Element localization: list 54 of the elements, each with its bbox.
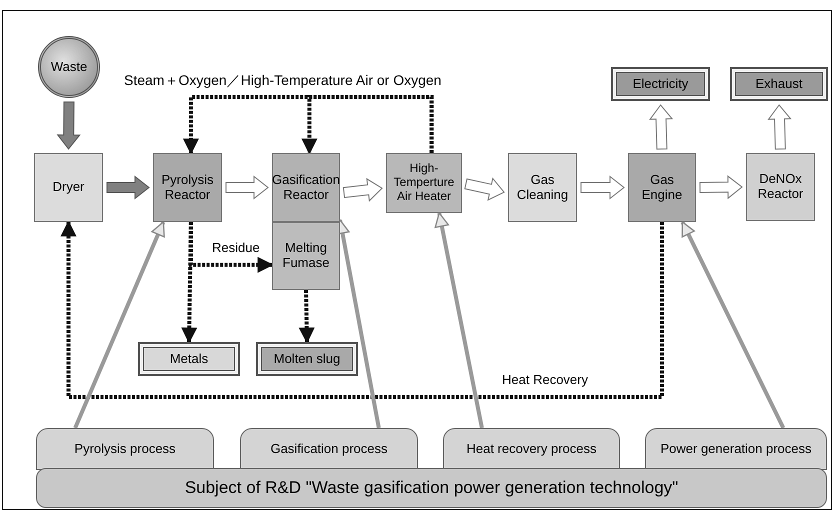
edge-label: Residue <box>210 240 262 255</box>
dashed-arrow <box>298 290 315 344</box>
node-label: Gas Engine <box>640 172 684 202</box>
process-box <box>628 153 696 222</box>
edge-label: Heat Recovery <box>500 372 590 387</box>
node-label: Molten slug <box>274 352 340 366</box>
process-box <box>34 153 103 222</box>
block-arrow <box>649 104 674 150</box>
node-label: Gasification process <box>270 442 388 456</box>
block-arrow <box>342 178 383 202</box>
block-arrow <box>56 101 81 150</box>
block-arrow <box>226 175 269 200</box>
node-label: High-Temperture Air Heater <box>392 162 456 204</box>
flow-note: Steam＋Oxygen／High-Temperature Air or Oxygen <box>124 72 442 90</box>
process-category-pill <box>443 428 620 470</box>
output-box <box>730 67 828 101</box>
process-box <box>272 222 340 290</box>
process-box <box>508 153 577 222</box>
block-arrow <box>464 177 505 201</box>
block-arrow <box>768 104 792 150</box>
node-label: Subject of R&D "Waste gasification power generation technology" <box>184 478 678 498</box>
process-category-pill <box>645 428 827 470</box>
node-label: Heat recovery process <box>466 442 597 456</box>
hollow-arrow <box>73 221 166 429</box>
process-category-pill <box>240 428 418 470</box>
node-label: Power generation process <box>660 442 812 456</box>
node-label: Pyrolysis Reactor <box>160 172 214 202</box>
process-box <box>386 153 462 213</box>
node-label: Pyrolysis process <box>74 442 176 456</box>
node-label: Gas Cleaning <box>516 172 570 202</box>
block-arrow <box>106 175 150 200</box>
node-label: DeNOx Reactor <box>756 172 804 202</box>
node-label: Waste <box>50 60 88 74</box>
process-category-pill <box>36 428 214 470</box>
block-arrow <box>699 175 743 200</box>
dashed-arrow <box>301 95 434 155</box>
node-label: Metals <box>170 352 208 366</box>
output-box <box>611 67 710 101</box>
node-label: Electricity <box>632 76 688 92</box>
dashed-arrow <box>60 220 664 399</box>
subject-banner <box>36 468 827 508</box>
process-box <box>272 153 340 222</box>
output-box <box>256 342 358 376</box>
node-label: Gasification Reactor <box>272 172 340 202</box>
hollow-arrow <box>680 221 786 429</box>
output-box <box>138 342 240 376</box>
node-label: Exhaust <box>756 76 802 92</box>
node-label: Dryer <box>52 180 84 195</box>
block-arrow <box>580 175 625 200</box>
node-label: Melting Fumase <box>282 241 330 271</box>
hollow-arrow <box>434 212 484 428</box>
process-box <box>746 153 815 221</box>
dashed-arrow <box>188 222 274 273</box>
process-box <box>153 153 222 222</box>
